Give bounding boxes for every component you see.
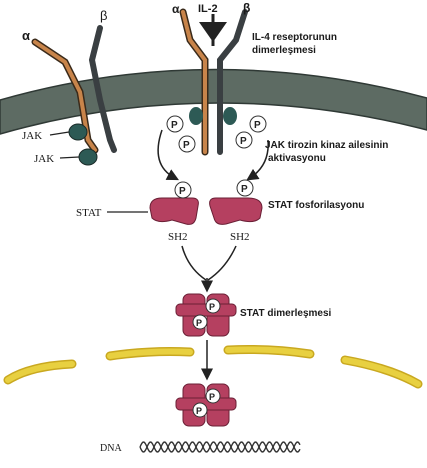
phospho-label: P	[196, 318, 202, 328]
label-stat-dimerization: STAT dimerleşmesi	[240, 308, 332, 319]
label-stat: STAT	[76, 207, 102, 219]
phospho-label: P	[179, 186, 186, 197]
stat-monomer-left: P	[150, 182, 198, 224]
jak-blob-right-2	[223, 107, 237, 125]
label-dimerization-1: IL-4 reseptorunun	[252, 32, 337, 43]
arrow-left-curve	[158, 130, 175, 178]
label-sh2-left: SH2	[168, 231, 188, 243]
phospho-label: P	[209, 302, 215, 312]
phospho-label: P	[183, 140, 190, 151]
nuclear-membrane	[8, 350, 418, 385]
dna-strand	[140, 442, 300, 452]
phospho-label: P	[171, 120, 178, 131]
stat-dimer-cytoplasm: P P	[176, 294, 236, 336]
jak-blob-top	[69, 124, 87, 140]
label-beta-left: β	[100, 8, 107, 23]
label-dna: DNA	[100, 443, 122, 454]
phospho-group-jak: P P P P	[167, 116, 266, 152]
label-sh2-right: SH2	[230, 231, 250, 243]
arrow-converge	[182, 246, 236, 280]
label-alpha-left: α	[22, 28, 30, 43]
dna-helix	[140, 442, 300, 452]
label-alpha-right: α	[172, 2, 180, 16]
label-dimerization-2: dimerleşmesi	[252, 45, 316, 56]
phospho-label: P	[196, 406, 202, 416]
label-jak-activation-1: JAK tirozin kinaz ailesinin	[265, 140, 388, 151]
label-jak-bottom: JAK	[34, 153, 54, 165]
phospho-label: P	[240, 136, 247, 147]
phospho-label: P	[254, 120, 261, 131]
jak-blob-right-1	[189, 107, 203, 125]
stat-dimer-nucleus: P P	[176, 384, 236, 426]
label-il2: IL-2	[198, 3, 218, 15]
cell-membrane	[0, 69, 427, 134]
jak-blob-bottom	[79, 149, 97, 165]
dna-strand	[140, 442, 300, 452]
label-jak-activation-2: aktivasyonu	[268, 153, 326, 164]
label-stat-phosphorylation: STAT fosforilasyonu	[268, 200, 364, 211]
label-jak-top: JAK	[22, 130, 42, 142]
stat-monomer-right: P	[210, 180, 262, 224]
label-beta-right: β	[243, 1, 250, 15]
phospho-label: P	[209, 392, 215, 402]
phospho-label: P	[241, 184, 248, 195]
